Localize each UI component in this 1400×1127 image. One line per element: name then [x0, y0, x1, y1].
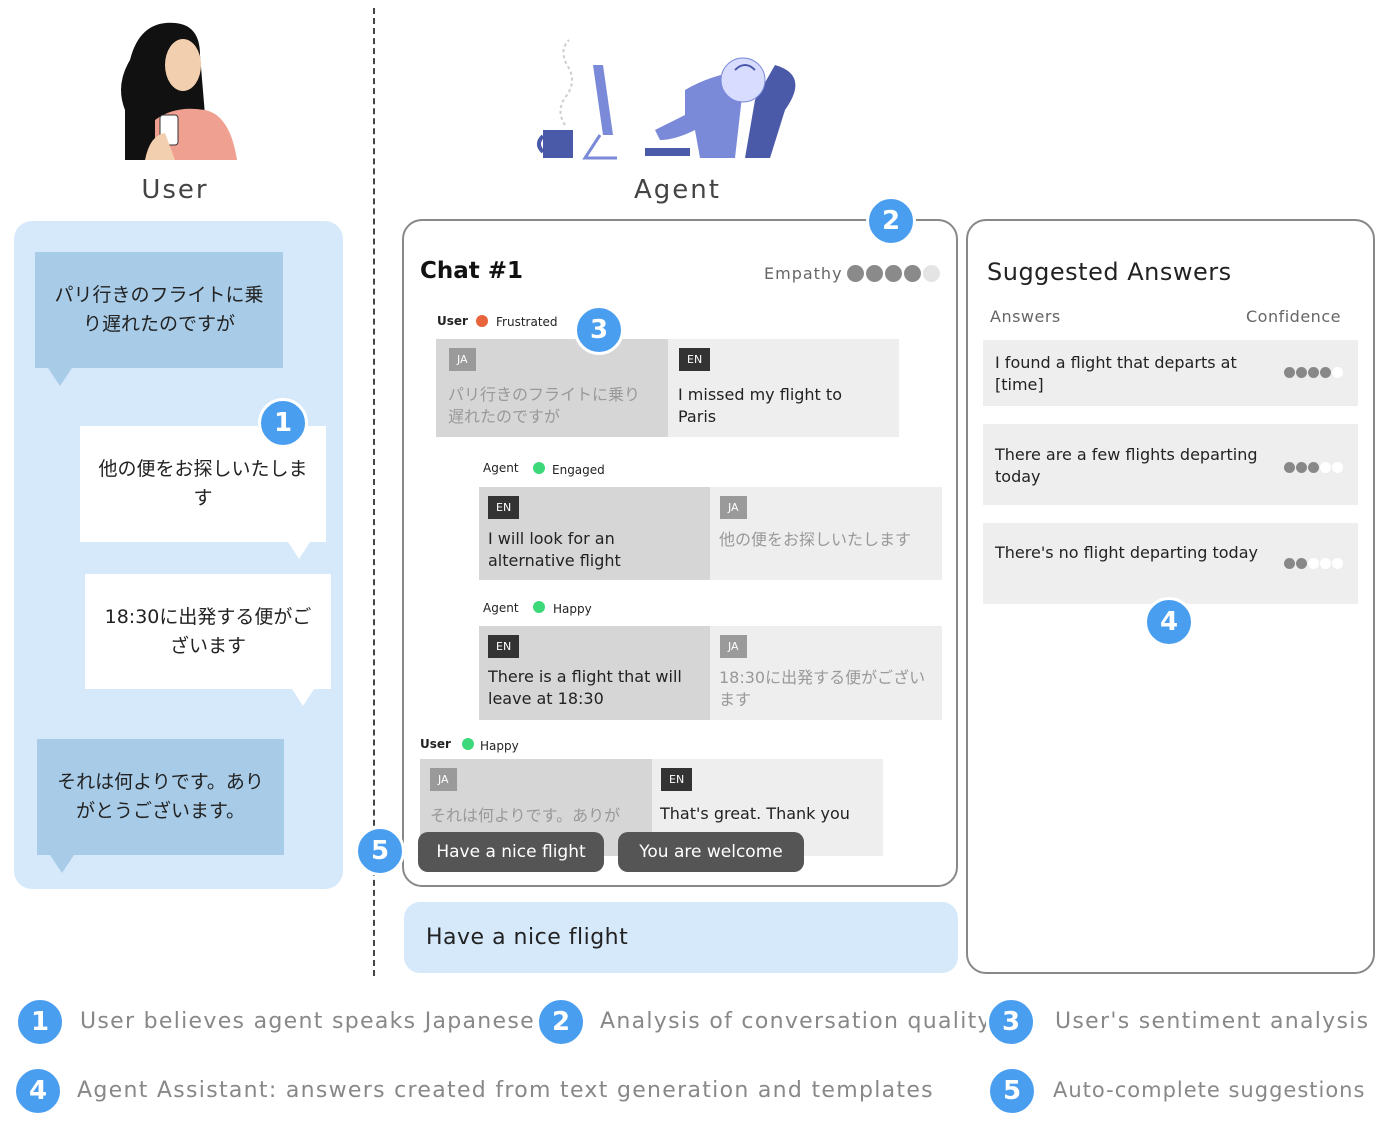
confidence-dot — [1320, 367, 1331, 378]
user-column-title: User — [141, 175, 209, 205]
msg2-speaker: Agent — [483, 461, 519, 475]
msg1-translation-text: I missed my flight to Paris — [678, 385, 842, 426]
msg1-translation-lang-tag: EN — [679, 348, 711, 371]
agent-bubble-1-text: 他の便をお探しいたします — [98, 458, 308, 509]
msg2-translation-box — [710, 487, 942, 580]
badge-4: 4 — [1144, 597, 1194, 647]
msg2-mood: Engaged — [552, 463, 605, 477]
agent-bubble-2-text: 18:30に出発する便がございます — [104, 605, 312, 657]
suggested-answer-3-text: There's no flight departing today — [995, 543, 1258, 562]
badge-1: 1 — [258, 398, 308, 448]
msg4-translation-text: That's great. Thank you — [660, 804, 850, 823]
user-bubble-2: それは何よりです。ありがとうございます。 — [37, 739, 284, 855]
empathy-dot — [904, 265, 921, 282]
msg2-mood-dot — [533, 462, 545, 474]
msg4-lang-tag: JA — [430, 768, 457, 791]
legend-text-4: Agent Assistant: answers created from te… — [77, 1078, 934, 1103]
agent-bubble-1: 他の便をお探しいたします — [80, 426, 326, 542]
msg1-mood-dot — [476, 315, 488, 327]
msg3-mood: Happy — [553, 602, 592, 616]
msg3-original-text: There is a flight that will leave at 18:… — [488, 667, 682, 708]
confidence-dot — [1308, 558, 1319, 569]
msg3-translation-box — [710, 626, 942, 720]
confidence-dot — [1320, 462, 1331, 473]
user-bubble-1-tail — [48, 368, 72, 386]
message-input-value: Have a nice flight — [426, 925, 629, 950]
confidence-dot — [1296, 367, 1307, 378]
confidence-dot — [1332, 558, 1343, 569]
suggested-answers-title: Suggested Answers — [987, 258, 1232, 286]
msg4-mood: Happy — [480, 739, 519, 753]
msg2-translation-lang-tag: JA — [720, 496, 747, 519]
msg4-translation-lang-tag: EN — [661, 768, 693, 791]
confidence-dot — [1296, 462, 1307, 473]
confidence-dot — [1284, 462, 1295, 473]
legend-text-5: Auto-complete suggestions — [1053, 1078, 1366, 1102]
confidence-dot — [1284, 367, 1295, 378]
msg3-lang-tag: EN — [488, 635, 520, 658]
empathy-dot — [923, 265, 940, 282]
suggested-answer-2-text: There are a few flights departing today — [995, 445, 1258, 486]
autocomplete-chip-2[interactable]: You are welcome — [618, 832, 804, 872]
confidence-dot — [1332, 462, 1343, 473]
msg3-mood-dot — [533, 601, 545, 613]
msg2-original-text: I will look for an alternative flight — [488, 529, 621, 570]
msg3-translation-lang-tag: JA — [720, 635, 747, 658]
answers-column-header: Answers — [990, 307, 1061, 326]
legend-text-2: Analysis of conversation quality — [600, 1009, 992, 1034]
agent-bubble-2: 18:30に出発する便がございます — [85, 574, 331, 689]
msg1-original-text: パリ行きのフライトに乗り遅れたのですが — [448, 385, 641, 426]
message-input[interactable]: Have a nice flight — [404, 902, 958, 973]
empathy-dot — [885, 265, 902, 282]
suggested-answer-1-text: I found a flight that departs at [time] — [995, 353, 1237, 394]
agent-illustration — [535, 30, 815, 160]
legend-text-3: User's sentiment analysis — [1055, 1009, 1370, 1034]
chat-title: Chat #1 — [420, 258, 524, 284]
msg3-speaker: Agent — [483, 601, 519, 615]
badge-3: 3 — [574, 305, 624, 355]
confidence-column-header: Confidence — [1246, 307, 1341, 326]
user-bubble-1-text: パリ行きのフライトに乗り遅れたのですが — [54, 284, 264, 335]
empathy-label: Empathy — [764, 264, 843, 283]
agent-bubble-1-tail — [288, 542, 310, 559]
confidence-dot — [1308, 367, 1319, 378]
msg4-original-text: それは何よりです。ありが — [430, 806, 621, 825]
legend-badge-5: 5 — [987, 1066, 1037, 1116]
confidence-dot — [1284, 558, 1295, 569]
column-divider — [373, 8, 375, 976]
agent-bubble-2-tail — [292, 689, 314, 706]
badge-5: 5 — [355, 826, 405, 876]
user-bubble-2-text: それは何よりです。ありがとうございます。 — [57, 771, 264, 822]
autocomplete-chip-1[interactable]: Have a nice flight — [418, 832, 604, 872]
legend-badge-4: 4 — [13, 1066, 63, 1116]
msg4-mood-dot — [462, 738, 474, 750]
suggested-answer-3[interactable]: There's no flight departing today — [983, 523, 1358, 604]
user-bubble-2-tail — [50, 855, 74, 873]
msg2-translation-text: 他の便をお探しいたします — [719, 530, 912, 549]
suggested-answer-1[interactable]: I found a flight that departs at [time] — [983, 340, 1358, 406]
legend-badge-3: 3 — [986, 997, 1036, 1047]
legend-badge-1: 1 — [15, 997, 65, 1047]
msg1-lang-tag: JA — [449, 348, 476, 371]
user-illustration — [105, 15, 245, 160]
empathy-dot — [847, 265, 864, 282]
user-bubble-1: パリ行きのフライトに乗り遅れたのですが — [35, 252, 283, 368]
confidence-dot — [1308, 462, 1319, 473]
msg2-lang-tag: EN — [488, 496, 520, 519]
confidence-dot — [1332, 367, 1343, 378]
msg1-mood: Frustrated — [496, 315, 558, 329]
suggested-answer-2[interactable]: There are a few flights departing today — [983, 424, 1358, 505]
legend-text-1: User believes agent speaks Japanese — [80, 1009, 535, 1034]
confidence-dot — [1296, 558, 1307, 569]
badge-2: 2 — [866, 196, 916, 246]
empathy-dot — [866, 265, 883, 282]
legend-badge-2: 2 — [536, 997, 586, 1047]
msg4-speaker: User — [420, 737, 451, 751]
msg3-translation-text: 18:30に出発する便がございます — [719, 668, 926, 709]
agent-column-title: Agent — [634, 175, 721, 205]
msg1-speaker: User — [437, 314, 468, 328]
confidence-dot — [1320, 558, 1331, 569]
